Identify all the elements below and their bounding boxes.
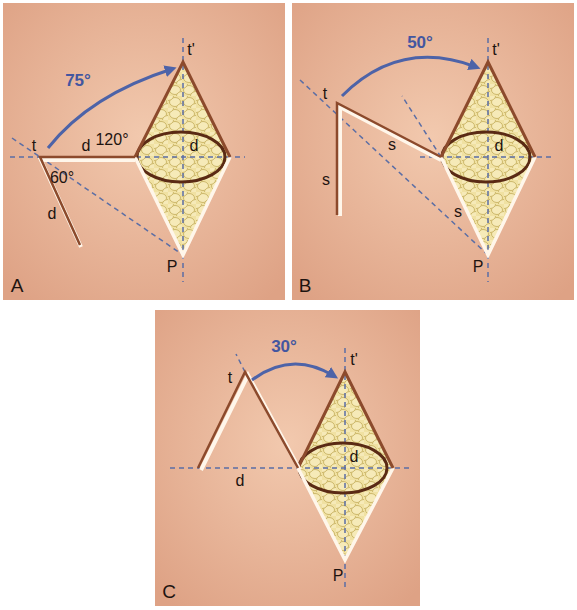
lesion <box>299 443 387 493</box>
flap-incision <box>340 107 441 216</box>
lesion <box>137 132 225 182</box>
defect-edge <box>441 62 535 157</box>
panel-letter: C <box>162 582 176 601</box>
panel-ground <box>3 3 285 300</box>
defect-edge <box>298 468 393 560</box>
flap-incision <box>198 372 298 468</box>
rotation-arrow <box>342 57 476 96</box>
lesion <box>442 132 530 182</box>
point-label: t' <box>350 352 358 368</box>
angle-label: 30° <box>271 338 297 355</box>
panel-c <box>170 348 412 590</box>
point-label: P <box>473 259 484 275</box>
point-label: t <box>32 138 36 154</box>
point-label: t <box>323 86 327 102</box>
flap-incision <box>201 375 300 470</box>
defect-edge <box>441 157 535 255</box>
panel-ground <box>292 3 574 300</box>
rotation-arrow <box>252 364 334 380</box>
length-label: s <box>454 204 462 220</box>
length-label: s <box>388 137 396 153</box>
guide-lines <box>170 348 412 590</box>
length-label: d <box>82 138 91 154</box>
flap-incision <box>40 157 135 245</box>
angle-label: 50° <box>407 34 433 51</box>
panel-ground <box>155 310 420 606</box>
length-label: d <box>190 138 199 154</box>
point-label: P <box>167 259 178 275</box>
length-label: d <box>495 138 504 154</box>
length-label: d <box>236 473 245 489</box>
panel-letter: B <box>299 276 312 295</box>
point-label: t <box>228 370 232 386</box>
point-label: t' <box>187 42 195 58</box>
rotation-arrow <box>48 69 172 148</box>
angle-label: 75° <box>65 72 91 89</box>
angle-label: 60° <box>50 170 74 186</box>
defect-edge <box>298 372 393 468</box>
guide-lines <box>10 38 245 282</box>
point-label: P <box>333 568 344 584</box>
defect-edge <box>135 157 230 255</box>
panel-a <box>10 38 245 282</box>
flap-incision <box>337 103 441 215</box>
flap-incision <box>41 160 135 247</box>
length-label: d <box>48 206 57 222</box>
length-label: d <box>350 449 359 465</box>
length-label: s <box>322 172 330 188</box>
panel-letter: A <box>11 276 24 295</box>
panel-b <box>300 38 555 282</box>
point-label: t' <box>492 42 500 58</box>
guide-lines <box>300 38 555 282</box>
angle-label: 120° <box>95 132 128 148</box>
